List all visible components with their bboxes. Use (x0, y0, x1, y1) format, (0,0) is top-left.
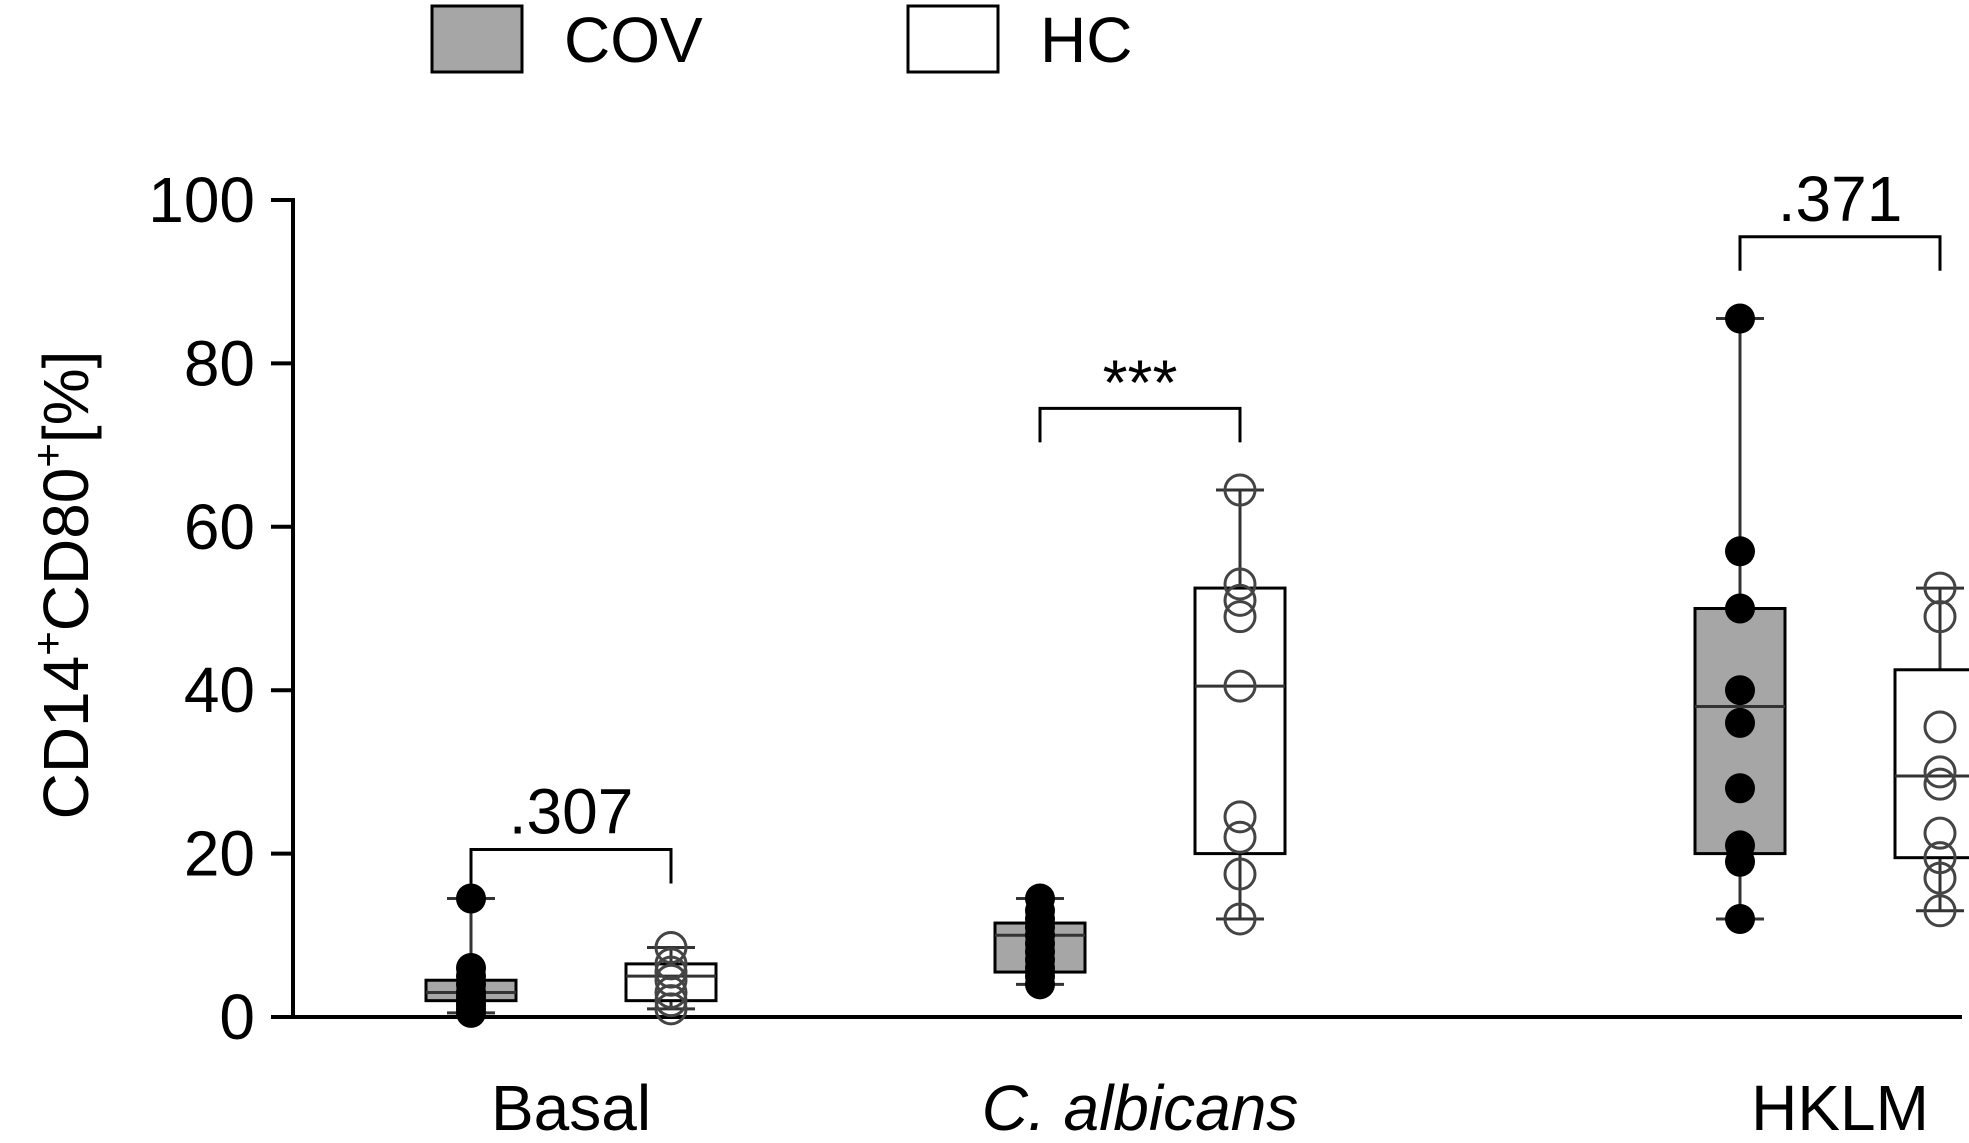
data-point (1223, 820, 1257, 854)
y-tick-label: 0 (219, 981, 255, 1053)
y-tick-label: 100 (148, 164, 255, 236)
data-point (1725, 707, 1755, 738)
data-point (1725, 773, 1755, 804)
box-cov-1 (993, 883, 1087, 1000)
x-category-label: C. albicans (982, 1072, 1299, 1143)
significance-label: .307 (509, 776, 634, 848)
legend-label-hc: HC (1040, 4, 1132, 76)
x-axis: Basal C. albicans HKLM (293, 1015, 1962, 1143)
y-tick-label: 20 (184, 818, 255, 890)
data-point (1223, 902, 1257, 936)
data-point (1223, 669, 1257, 703)
data-point (654, 963, 688, 997)
data-point (456, 952, 486, 983)
y-axis: 0 20 40 60 80 100 (148, 164, 295, 1053)
data-point (1923, 710, 1957, 744)
significance-label: *** (1103, 346, 1178, 418)
data-point (1725, 675, 1755, 706)
box-hc-0 (624, 931, 718, 1026)
data-point (1223, 567, 1257, 601)
data-point (1725, 830, 1755, 861)
data-point (1923, 861, 1957, 895)
y-label-text: CD80 (30, 468, 102, 632)
box-cov-2 (1693, 303, 1787, 934)
y-label-text: CD14 (30, 656, 102, 820)
legend-swatch-cov (430, 4, 524, 74)
y-label-text: [%] (30, 351, 102, 443)
data-point (1025, 883, 1055, 914)
data-point (1923, 767, 1957, 801)
data-point (1725, 303, 1755, 334)
legend-swatch-hc (906, 4, 1000, 74)
y-tick-label: 80 (184, 327, 255, 399)
y-axis-label: CD14+CD80+[%] (24, 351, 102, 820)
data-point (1923, 755, 1957, 789)
box-hc-2 (1893, 571, 1969, 928)
comparison-bracket: *** (1038, 346, 1242, 443)
data-point (1223, 600, 1257, 634)
y-label-superscript: + (24, 443, 71, 468)
bracket-line (1738, 235, 1942, 271)
comparison-bracket: .307 (469, 776, 673, 884)
data-point (1725, 903, 1755, 934)
data-point (1223, 473, 1257, 507)
data-point (654, 947, 688, 981)
box-iqr (1193, 586, 1287, 856)
y-label-superscript: + (24, 631, 71, 656)
data-point (1923, 571, 1957, 605)
y-tick-label: 40 (184, 654, 255, 726)
data-point (654, 955, 688, 989)
data-point (1923, 894, 1957, 928)
plot-area: .307 *** .371 (424, 163, 1969, 1028)
box-hc-1 (1193, 473, 1287, 936)
bracket-line (469, 848, 673, 884)
data-point (1923, 841, 1957, 875)
significance-label: .371 (1778, 163, 1903, 235)
data-point (1223, 857, 1257, 891)
x-category-label: HKLM (1751, 1072, 1929, 1143)
data-point (1725, 593, 1755, 624)
y-tick-label: 60 (184, 491, 255, 563)
data-point (456, 883, 486, 914)
comparison-bracket: .371 (1738, 163, 1942, 271)
legend-label-cov: COV (564, 4, 703, 76)
data-point (1725, 536, 1755, 567)
box-cov-0 (424, 883, 518, 1028)
data-point (1923, 816, 1957, 850)
data-point (1223, 800, 1257, 834)
data-point (1223, 583, 1257, 617)
data-point (654, 931, 688, 965)
x-category-label: Basal (491, 1072, 651, 1143)
bracket-line (1038, 406, 1242, 443)
legend: COV HC (430, 4, 1132, 76)
box-iqr (1893, 668, 1969, 860)
